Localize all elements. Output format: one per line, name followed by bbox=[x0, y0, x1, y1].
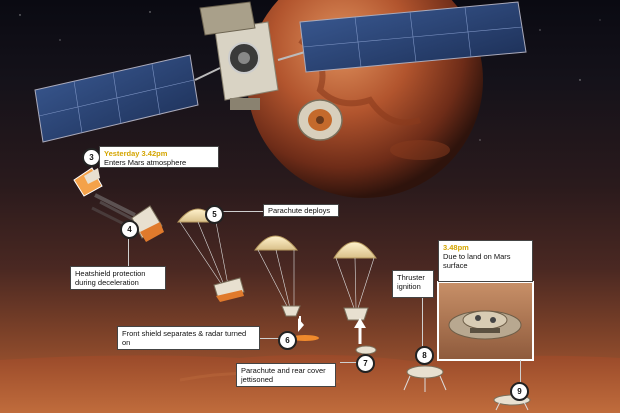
leader-step-7 bbox=[340, 362, 360, 363]
leader-step-9 bbox=[520, 360, 522, 382]
orbiter-satellite bbox=[34, 1, 527, 143]
step-9-label: 3.48pm Due to land on Mars surface bbox=[438, 240, 533, 282]
leader-step-4 bbox=[128, 226, 130, 266]
step-4-text: Heatshield protection during deceleratio… bbox=[75, 269, 146, 287]
step-4-number: 4 bbox=[120, 220, 139, 239]
step-6-text: Front shield separates & radar turned on bbox=[122, 329, 247, 347]
parachute-step-6 bbox=[254, 235, 319, 341]
leader-step-5 bbox=[220, 211, 264, 212]
descent-capsule-entry bbox=[297, 99, 343, 141]
step-5-label: Parachute deploys bbox=[263, 204, 339, 217]
step-6-number: 6 bbox=[278, 331, 297, 350]
step-7-text: Parachute and rear cover jettisoned bbox=[241, 366, 326, 384]
step-8-number: 8 bbox=[415, 346, 434, 365]
step-3-time: Yesterday 3.42pm bbox=[104, 149, 168, 158]
step-6-label: Front shield separates & radar turned on bbox=[117, 326, 260, 350]
step-5-number: 5 bbox=[205, 205, 224, 224]
leader-step-8 bbox=[422, 298, 424, 346]
step-3-number: 3 bbox=[82, 148, 101, 167]
step-9-text: Due to land on Mars surface bbox=[443, 252, 511, 270]
step-8-text: Thruster ignition bbox=[397, 273, 425, 291]
landing-photo-inset bbox=[437, 281, 534, 361]
step-3-label: Yesterday 3.42pm Enters Mars atmosphere bbox=[99, 146, 219, 168]
step-7-number: 7 bbox=[356, 354, 375, 373]
leader-step-6 bbox=[260, 338, 280, 339]
step-5-text: Parachute deploys bbox=[268, 206, 331, 215]
capsule-step-3 bbox=[73, 167, 103, 197]
step-7-label: Parachute and rear cover jettisoned bbox=[236, 363, 336, 387]
step-8-label: Thruster ignition bbox=[392, 270, 434, 298]
step-3-text: Enters Mars atmosphere bbox=[104, 158, 187, 167]
lander-step-8 bbox=[403, 365, 447, 392]
step-4-label: Heatshield protection during deceleratio… bbox=[70, 266, 166, 290]
step-9-number: 9 bbox=[510, 382, 529, 401]
parachute-step-7 bbox=[333, 241, 377, 355]
step-9-time: 3.48pm bbox=[443, 243, 469, 252]
parachute-step-5 bbox=[176, 208, 245, 302]
